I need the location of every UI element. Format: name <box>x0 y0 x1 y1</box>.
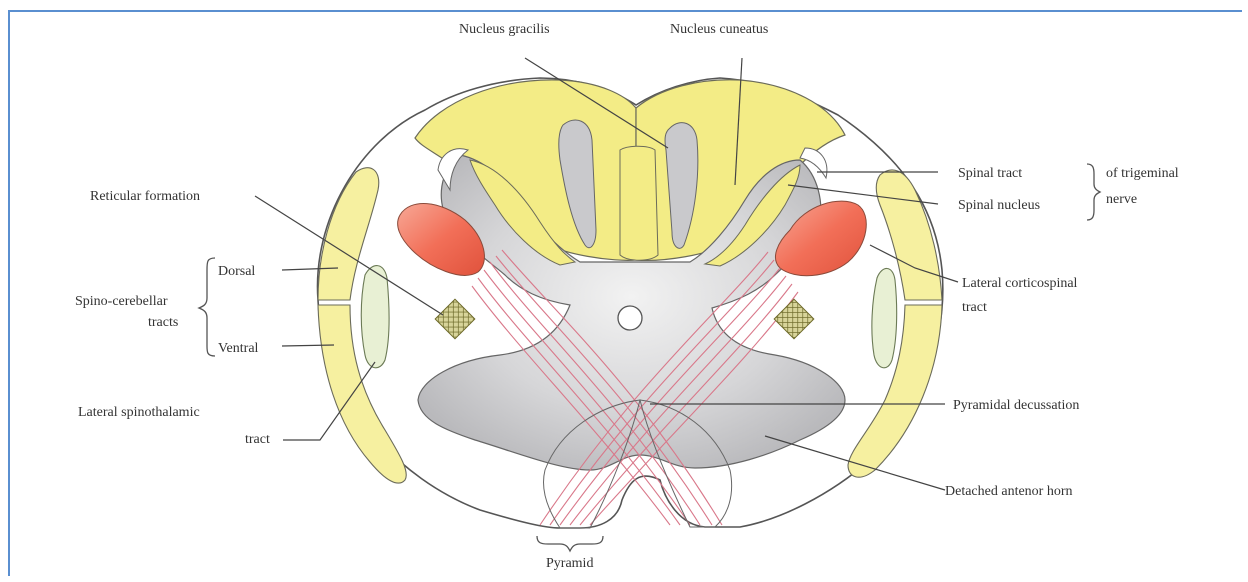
label-spinal-nucleus: Spinal nucleus <box>958 198 1040 213</box>
label-reticular-formation: Reticular formation <box>90 189 200 204</box>
brace-trigeminal <box>1087 164 1100 220</box>
brace-pyramid <box>537 536 603 551</box>
label-detached-anterior-horn: Detached antenor horn <box>945 484 1073 499</box>
label-spinocerebellar-1: Spino-cerebellar <box>75 294 168 309</box>
label-lateral-corticospinal-2: tract <box>962 300 987 315</box>
label-spinocerebellar-2: tracts <box>148 315 178 330</box>
label-nucleus-gracilis: Nucleus gracilis <box>459 22 550 37</box>
label-ventral: Ventral <box>218 341 259 356</box>
label-trigeminal-1: of trigeminal <box>1106 166 1179 181</box>
label-lateral-corticospinal-1: Lateral corticospinal <box>962 276 1078 291</box>
central-canal <box>618 306 642 330</box>
median-finger <box>620 146 658 260</box>
label-nucleus-cuneatus: Nucleus cuneatus <box>670 22 768 37</box>
label-pyramid: Pyramid <box>546 556 593 571</box>
lateral-spinothalamic-left <box>361 266 389 368</box>
label-pyramidal-decussation: Pyramidal decussation <box>953 398 1079 413</box>
brace-spinocerebellar <box>199 258 215 356</box>
label-lateral-spinothalamic-2: tract <box>245 432 270 447</box>
label-spinal-tract: Spinal tract <box>958 166 1022 181</box>
label-dorsal: Dorsal <box>218 264 255 279</box>
lateral-spinothalamic-right <box>872 268 897 367</box>
label-lateral-spinothalamic-1: Lateral spinothalamic <box>78 405 200 420</box>
label-trigeminal-2: nerve <box>1106 192 1137 207</box>
